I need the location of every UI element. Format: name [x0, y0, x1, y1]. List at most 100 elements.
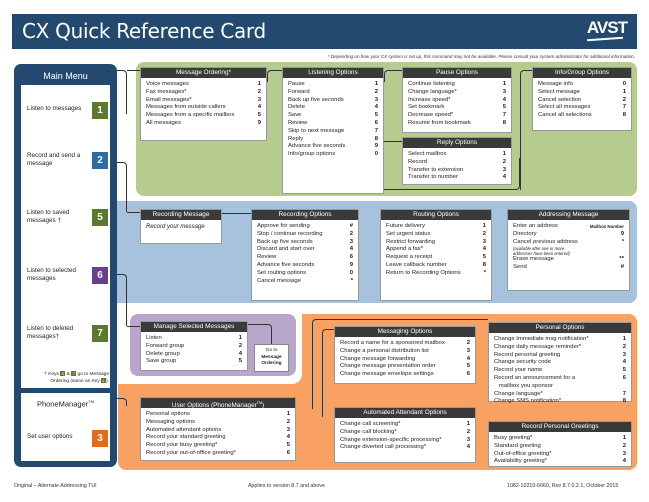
option-label: Change a personal distribution list	[340, 347, 429, 354]
option-label: Change security code	[494, 359, 551, 366]
option-label: Set bookmark	[408, 104, 445, 111]
option-label: Change language*	[494, 390, 543, 397]
automated-attendant-title: Automated Attendant Options	[335, 408, 475, 418]
option-row: mailbox you sponsor	[494, 383, 626, 391]
personal-options-title: Personal Options	[489, 323, 631, 333]
option-key: 5	[374, 112, 378, 119]
option-label: Save group	[146, 358, 177, 365]
menu-item-selected-label: Listen to selected messages	[27, 267, 77, 282]
goto-target-2: Ordering	[261, 361, 282, 366]
option-key: #	[349, 223, 353, 229]
option-row: Change extension-specific processing*3	[340, 437, 470, 445]
option-label: Discard and start over	[257, 246, 315, 253]
footnote-end: ).	[106, 379, 109, 384]
key-7-button[interactable]: 7	[92, 325, 108, 342]
option-label: Record	[408, 158, 427, 165]
option-label: Forward group	[146, 342, 185, 349]
key-7-mini: 7	[71, 371, 77, 377]
flow-connector	[322, 329, 334, 417]
option-row: Increase speed*4	[408, 97, 506, 105]
manage-selected-title: Manage Selected Messages	[141, 322, 247, 332]
option-key: 2	[374, 88, 378, 95]
phonemanager-section: PhoneManagerTM Set user options 3	[21, 393, 110, 461]
option-row: Decrease speed*7	[408, 112, 506, 120]
footnote-amp: &	[66, 372, 70, 377]
info-group-options-title: Info/Group Options	[533, 68, 631, 78]
goto-target-1: Message	[261, 354, 282, 360]
key-1-button[interactable]: 1	[92, 102, 108, 119]
option-row: Change SMS notification*8	[494, 398, 626, 406]
flow-connector	[117, 274, 127, 326]
option-key: 3	[502, 166, 506, 173]
option-label: Skip to next message	[288, 127, 345, 134]
option-key: 5	[257, 112, 261, 119]
key-6-button[interactable]: 6	[92, 267, 108, 284]
option-key: 4	[622, 359, 626, 366]
key-5-button[interactable]: 5	[92, 209, 108, 226]
option-key: #	[620, 264, 624, 271]
option-key: 4	[257, 104, 261, 111]
recording-message-text: Record your message	[146, 224, 205, 230]
option-label: Change Immediate msg notification*	[494, 336, 589, 342]
option-label: Stop / continue recording	[257, 230, 323, 237]
goto-message-ordering: Go to Message Ordering	[254, 344, 289, 372]
key-2-button[interactable]: 2	[92, 152, 108, 169]
footer-left: Original – Alternate Addressing TUI	[14, 483, 97, 489]
option-key: 1	[374, 81, 378, 87]
option-key: 1	[622, 336, 626, 342]
option-label: Leave callback number	[386, 261, 447, 268]
flow-connector	[117, 398, 127, 406]
option-key: 3	[622, 450, 626, 457]
record-personal-greetings-title: Record Personal Greetings	[489, 422, 631, 432]
key-3-button[interactable]: 3	[92, 430, 108, 447]
option-key: 3	[257, 96, 261, 103]
option-label: All messages	[146, 119, 182, 126]
option-key: 2	[257, 88, 261, 95]
option-row: Record your busy greeting*5	[146, 442, 290, 450]
option-key: *	[350, 277, 353, 284]
option-key: 2	[286, 418, 290, 425]
option-key	[618, 383, 626, 391]
option-key: 4	[286, 434, 290, 441]
option-key: 6	[622, 374, 626, 381]
menu-item-listen-label: Listen to messages	[27, 105, 82, 112]
option-label: Availability greeting*	[494, 458, 547, 465]
option-row: Out-of-office greeting*3	[494, 451, 626, 459]
option-label: Record personal greeting	[494, 351, 561, 358]
option-label: Send	[513, 264, 527, 271]
option-label: Change language*	[408, 88, 457, 95]
option-row: Cancel message*	[257, 278, 353, 286]
option-label: Forward	[288, 88, 310, 95]
option-label: Listen	[146, 335, 162, 341]
option-label: Personal options	[146, 411, 190, 417]
option-key: 4	[502, 174, 506, 181]
avst-logo: AVST	[586, 18, 628, 37]
option-key: 2	[622, 442, 626, 449]
flow-connector	[117, 70, 127, 114]
option-label: Change daily message reminder*	[494, 343, 582, 350]
option-label: Record your busy greeting*	[146, 442, 218, 449]
option-row: Approve for sending#	[257, 223, 353, 231]
option-label: Save	[288, 112, 302, 119]
addressing-message-title: Addressing Message	[508, 210, 629, 220]
option-label: Record an announcement for a	[494, 374, 576, 381]
option-key: 5	[482, 254, 486, 261]
option-label: mailbox you sponsor	[494, 382, 553, 389]
title-end: )	[261, 402, 265, 410]
option-key: 0	[374, 151, 378, 158]
